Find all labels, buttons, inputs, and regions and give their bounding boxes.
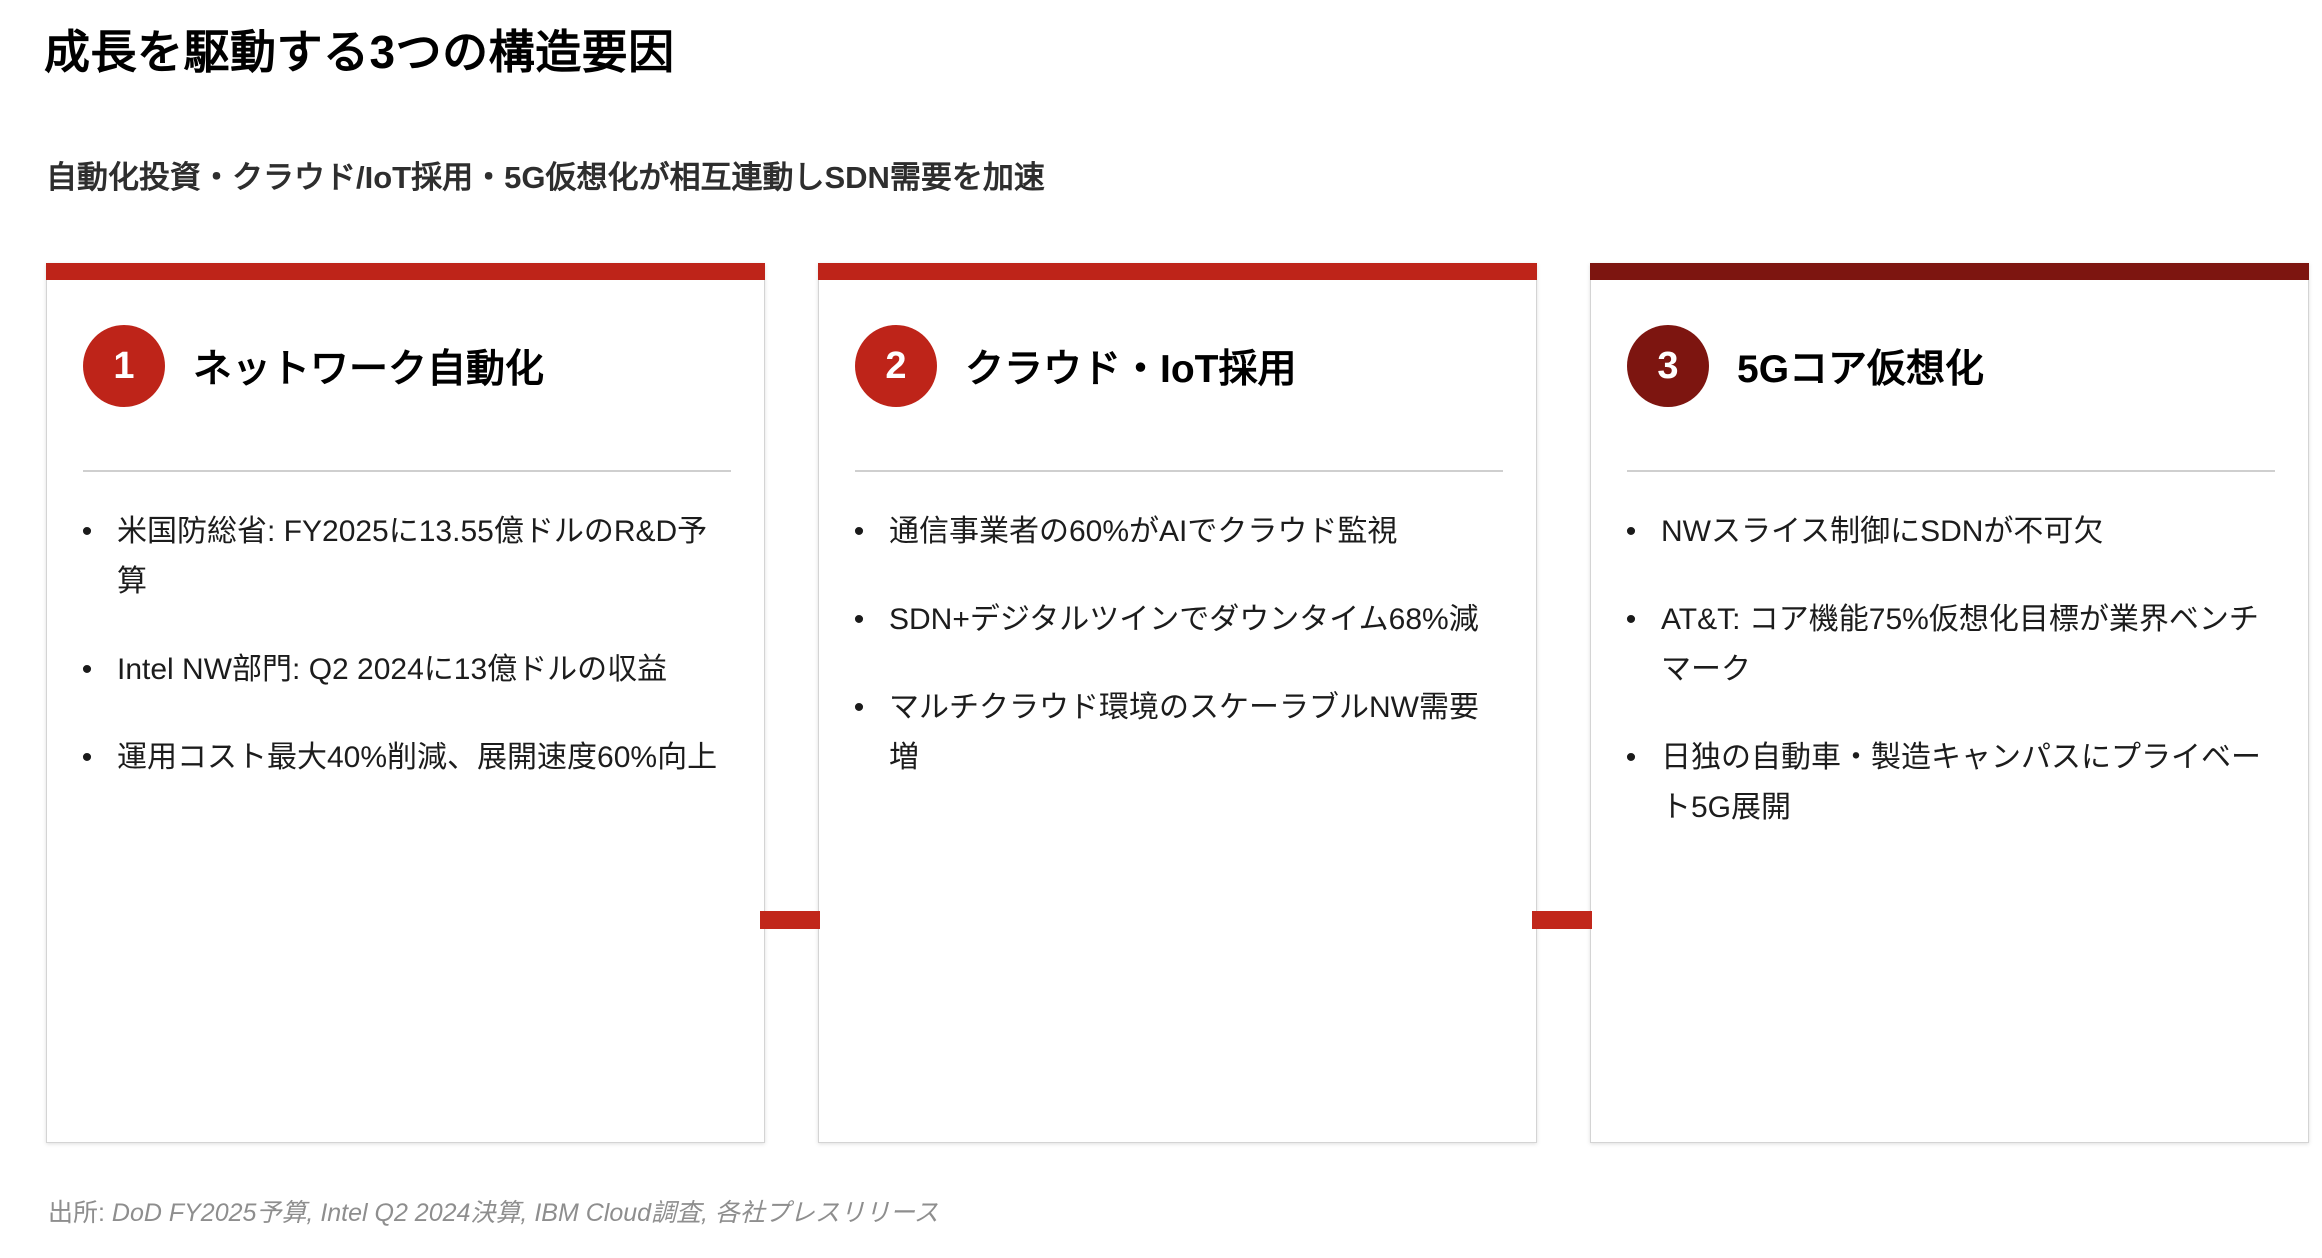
list-item: • SDN+デジタルツインでダウンタイム68%減 <box>829 595 1529 645</box>
connector-2-3 <box>1532 911 1592 929</box>
bullet-text: NWスライス制御にSDNが不可欠 <box>1661 515 2104 548</box>
list-item: • Intel NW部門: Q2 2024に13億ドルの収益 <box>57 645 757 695</box>
source-label: 出所: <box>48 1199 112 1227</box>
card-divider-1 <box>83 470 731 472</box>
list-item: • AT&T: コア機能75%仮想化目標が業界ベンチマーク <box>1601 595 2301 695</box>
list-item: • マルチクラウド環境のスケーラブルNW需要増 <box>829 683 1529 783</box>
bullet-dot-icon: • <box>853 515 865 548</box>
factor-card-2[interactable]: 2 クラウド・IoT採用 • 通信事業者の60%がAIでクラウド監視 • SDN… <box>818 263 1537 1143</box>
bullet-text: 米国防総省: FY2025に13.55億ドルのR&D予算 <box>117 515 708 598</box>
list-item: • 運用コスト最大40%削減、展開速度60%向上 <box>57 733 757 783</box>
card-body-3: 3 5Gコア仮想化 • NWスライス制御にSDNが不可欠 • AT&T: コア機… <box>1591 280 2308 1142</box>
bullet-text: 通信事業者の60%がAIでクラウド監視 <box>889 515 1398 548</box>
list-item: • NWスライス制御にSDNが不可欠 <box>1601 507 2301 557</box>
card-bullet-list-3: • NWスライス制御にSDNが不可欠 • AT&T: コア機能75%仮想化目標が… <box>1601 507 2301 871</box>
card-accent-bar-2 <box>818 263 1537 280</box>
page-title: 成長を駆動する3つの構造要因 <box>44 26 675 78</box>
card-title-3: 5Gコア仮想化 <box>1737 348 1985 391</box>
card-divider-2 <box>855 470 1503 472</box>
bullet-dot-icon: • <box>81 653 93 686</box>
card-number-badge-2: 2 <box>855 325 937 407</box>
bullet-dot-icon: • <box>1625 603 1637 636</box>
card-header-2: 2 クラウド・IoT採用 <box>855 325 1296 407</box>
card-body-1: 1 ネットワーク自動化 • 米国防総省: FY2025に13.55億ドルのR&D… <box>47 280 764 1142</box>
page-subtitle: 自動化投資・クラウド/IoT採用・5G仮想化が相互連動しSDN需要を加速 <box>46 160 1045 195</box>
factor-cards-row: 1 ネットワーク自動化 • 米国防総省: FY2025に13.55億ドルのR&D… <box>0 263 2322 1148</box>
list-item: • 通信事業者の60%がAIでクラウド監視 <box>829 507 1529 557</box>
list-item: • 米国防総省: FY2025に13.55億ドルのR&D予算 <box>57 507 757 607</box>
card-header-1: 1 ネットワーク自動化 <box>83 325 544 407</box>
bullet-dot-icon: • <box>853 691 865 724</box>
bullet-dot-icon: • <box>1625 515 1637 548</box>
card-title-1: ネットワーク自動化 <box>193 348 545 391</box>
card-body-2: 2 クラウド・IoT採用 • 通信事業者の60%がAIでクラウド監視 • SDN… <box>819 280 1536 1142</box>
card-accent-bar-3 <box>1590 263 2309 280</box>
bullet-text: AT&T: コア機能75%仮想化目標が業界ベンチマーク <box>1661 603 2259 686</box>
card-number-badge-3: 3 <box>1627 325 1709 407</box>
card-title-2: クラウド・IoT採用 <box>965 348 1297 391</box>
card-accent-bar-1 <box>46 263 765 280</box>
card-bullet-list-1: • 米国防総省: FY2025に13.55億ドルのR&D予算 • Intel N… <box>57 507 757 821</box>
source-text: DoD FY2025予算, Intel Q2 2024決算, IBM Cloud… <box>111 1199 939 1227</box>
bullet-dot-icon: • <box>1625 741 1637 774</box>
card-divider-3 <box>1627 470 2275 472</box>
bullet-text: Intel NW部門: Q2 2024に13億ドルの収益 <box>117 653 668 686</box>
factor-card-1[interactable]: 1 ネットワーク自動化 • 米国防総省: FY2025に13.55億ドルのR&D… <box>46 263 765 1143</box>
card-header-3: 3 5Gコア仮想化 <box>1627 325 1984 407</box>
card-number-badge-1: 1 <box>83 325 165 407</box>
bullet-dot-icon: • <box>853 603 865 636</box>
bullet-text: SDN+デジタルツインでダウンタイム68%減 <box>889 603 1479 636</box>
source-note: 出所: DoD FY2025予算, Intel Q2 2024決算, IBM C… <box>48 1193 939 1229</box>
card-bullet-list-2: • 通信事業者の60%がAIでクラウド監視 • SDN+デジタルツインでダウンタ… <box>829 507 1529 821</box>
list-item: • 日独の自動車・製造キャンパスにプライベート5G展開 <box>1601 733 2301 833</box>
bullet-text: 日独の自動車・製造キャンパスにプライベート5G展開 <box>1661 741 2261 824</box>
factor-card-3[interactable]: 3 5Gコア仮想化 • NWスライス制御にSDNが不可欠 • AT&T: コア機… <box>1590 263 2309 1143</box>
bullet-text: マルチクラウド環境のスケーラブルNW需要増 <box>889 691 1479 774</box>
connector-1-2 <box>760 911 820 929</box>
bullet-text: 運用コスト最大40%削減、展開速度60%向上 <box>117 741 718 774</box>
bullet-dot-icon: • <box>81 515 93 548</box>
bullet-dot-icon: • <box>81 741 93 774</box>
